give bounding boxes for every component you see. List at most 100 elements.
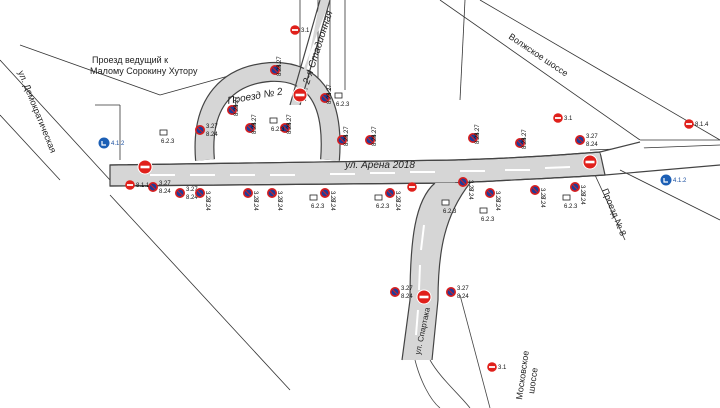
- sign-code-label: 8.24: [475, 132, 481, 144]
- sign-code-label: 8.24: [186, 195, 198, 201]
- street-proezd-8: Проезд № 8: [600, 187, 628, 237]
- sign-code-label: 3.1: [301, 28, 310, 34]
- no-stopping-sign: 3.278.24: [243, 188, 258, 211]
- sign-code-label: 6.2.3: [564, 204, 578, 210]
- sign-code-label: 3.1: [498, 365, 507, 371]
- no-entry-sign-south: [416, 289, 432, 305]
- sign-code-label: 8.24: [401, 294, 413, 300]
- sign-code-label: 3.27: [277, 56, 283, 68]
- no-stopping-sign: 3.278.24: [484, 188, 500, 211]
- sign-code-label: 8.24: [206, 132, 218, 138]
- no-stopping-sign: 3.278.24: [227, 96, 240, 116]
- no-stopping-sign: 3.27 8.24: [195, 124, 218, 138]
- no-stopping-sign: 3.278.24: [279, 114, 293, 134]
- no-stopping-sign: 3.278.24: [336, 126, 350, 146]
- sign-623: 6.2.3: [374, 194, 390, 210]
- sign-code-label: 8.24: [494, 199, 500, 211]
- sign-code-label: 3.27: [401, 286, 413, 292]
- sign-code-label: 3.27: [206, 124, 218, 130]
- sign-code-label: 3.27: [457, 286, 469, 292]
- roads: [109, 0, 720, 408]
- lane-markings: [150, 166, 571, 336]
- sign-code-label: 8.1.4: [695, 122, 709, 128]
- sign-623: 6.2.3: [334, 92, 350, 108]
- sign-code-label: 3.27: [467, 180, 473, 192]
- no-stopping-sign: 3.278.24: [319, 188, 335, 211]
- sign-code-label: 8.24: [539, 196, 545, 208]
- sign-code-label: 6.2.3: [336, 102, 350, 108]
- no-stopping-sign: 3.278.24: [529, 185, 545, 208]
- no-entry-sign-volzhskoe-far: 8.1.4: [684, 119, 709, 129]
- no-stopping-sign: 3.278.24: [266, 188, 282, 211]
- sign-code-label: 3.27: [586, 134, 598, 140]
- sign-code-label: 3.27: [287, 114, 293, 126]
- sign-code-label: 3.1: [564, 116, 573, 122]
- sign-code-label: 3.27: [204, 191, 210, 203]
- no-stopping-sign: 3.27 8.24: [445, 286, 469, 300]
- sign-code-label: 8.24: [329, 199, 335, 211]
- sign-623: 6.2.3: [269, 117, 285, 133]
- sign-code-label: 3.27: [234, 96, 240, 108]
- sign-code-label: 8.24: [586, 142, 598, 148]
- no-stopping-sign: 3.278.24: [319, 84, 333, 104]
- sign-code-label: 3.27: [327, 84, 333, 96]
- sign-code-label: 8.24: [204, 199, 210, 211]
- boundary-lines: [0, 0, 720, 391]
- sign-code-label: 6.2.3: [161, 139, 175, 145]
- no-stopping-sign: 3.27 8.24: [574, 134, 598, 148]
- sign-code-label: 8.24: [252, 199, 258, 211]
- sign-623: 6.2.3: [309, 194, 325, 210]
- sign-code-label: 8.24: [234, 104, 240, 116]
- no-entry-sign-demokraticheskaya: 8.1.1: [125, 180, 150, 190]
- no-stopping-sign: 3.27 8.24: [148, 181, 171, 195]
- no-stopping-sign: 3.278.24: [514, 129, 528, 149]
- no-stopping-sign: 3.27 8.24: [389, 286, 413, 300]
- keep-right-sign-west: 4.1.2: [98, 137, 125, 149]
- no-stopping-sign: 3.278.24: [569, 182, 585, 205]
- sign-code-label: 3.27: [372, 126, 378, 138]
- no-entry-sign-north: 3.1: [290, 25, 310, 35]
- sign-623: 6.2.3: [159, 129, 175, 145]
- sign-code-label: 3.27: [344, 126, 350, 138]
- no-stopping-sign: 3.278.24: [457, 177, 473, 200]
- no-entry-sign-east: [582, 154, 598, 170]
- sign-code-label: 8.24: [394, 199, 400, 211]
- sign-code-label: 3.27: [539, 188, 545, 200]
- no-entry-sign-moskovskoe: 3.1: [487, 362, 507, 372]
- sign-code-label: 3.27: [252, 114, 258, 126]
- sign-code-label: 3.27: [276, 191, 282, 203]
- no-entry-sign-stadionnaya: [292, 87, 308, 103]
- sign-code-label: 4.1.2: [673, 178, 687, 184]
- no-stopping-sign: 3.278.24: [245, 114, 258, 134]
- no-stopping-sign: 3.278.24: [467, 124, 481, 144]
- sign-code-label: 3.27: [394, 191, 400, 203]
- sign-code-label: 8.24: [252, 122, 258, 134]
- sign-code-label: 6.2.3: [271, 127, 285, 133]
- sign-code-label: 6.2.3: [443, 209, 457, 215]
- sign-code-label: 3.27: [329, 191, 335, 203]
- sign-code-label: 3.27: [159, 181, 171, 187]
- no-entry-sign-west: [137, 159, 153, 175]
- no-stopping-sign: 3.278.24: [364, 126, 378, 146]
- sign-code-label: 6.2.3: [311, 204, 325, 210]
- sign-code-label: 8.24: [467, 188, 473, 200]
- sign-code-label: 8.24: [287, 122, 293, 134]
- street-arena-2018: ул. Арена 2018: [344, 160, 415, 171]
- street-volzhskoe: Волжское шоссе: [507, 31, 570, 78]
- sign-code-label: 8.24: [159, 189, 171, 195]
- sign-code-label: 8.24: [579, 193, 585, 205]
- sign-code-label: 3.27: [579, 185, 585, 197]
- street-demokraticheskaya: ул. Демократическая: [16, 69, 58, 154]
- sign-code-label: 8.24: [344, 134, 350, 146]
- sign-code-label: 6.2.3: [376, 204, 390, 210]
- road-signs: 3.278.243.278.243.278.243.278.243.278.24…: [98, 25, 709, 372]
- keep-right-sign-east: 4.1.2: [660, 174, 687, 186]
- sign-code-label: 8.24: [457, 294, 469, 300]
- sign-code-label: 3.27: [494, 191, 500, 203]
- sign-code-label: 3.27: [252, 191, 258, 203]
- sign-code-label: 3.27: [475, 124, 481, 136]
- sign-code-label: 8.1.1: [136, 183, 150, 189]
- sign-code-label: 8.24: [327, 92, 333, 104]
- sign-code-label: 4.1.2: [111, 141, 125, 147]
